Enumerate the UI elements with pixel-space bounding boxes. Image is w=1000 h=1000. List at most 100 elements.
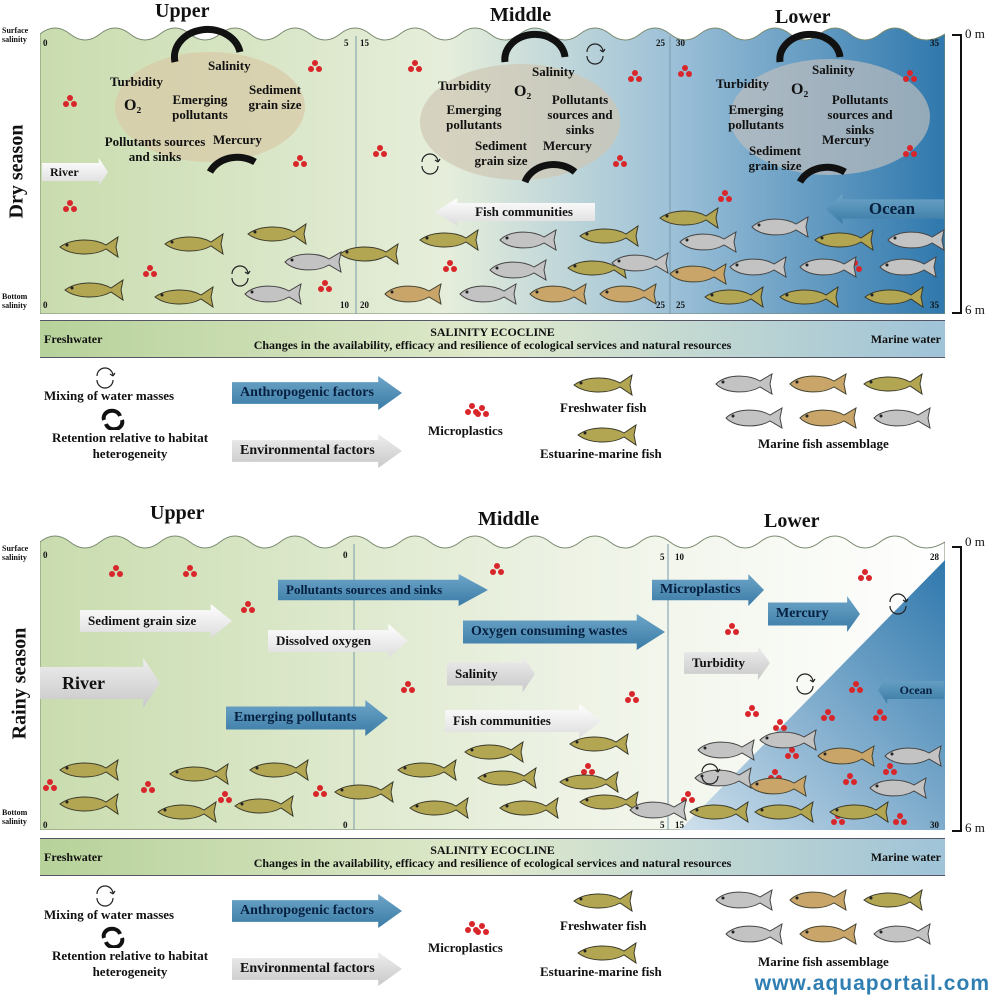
salinity-value: 30 [676,38,685,48]
factor-pollutants-sources: Pollutants sources and sinks [104,134,206,164]
ecocline-title: SALINITY ECOCLINE [430,843,555,857]
factor-o2: O₂ [514,83,532,100]
legend-marine-fish-label: Marine fish assemblage [758,436,889,451]
factor-o2: O₂ [124,97,142,114]
salinity-value: 10 [675,552,684,562]
factor-salinity: Salinity [532,64,575,79]
ecocline-subtitle: Changes in the availability, efficacy an… [253,338,732,352]
legend-microplastics-label: Microplastics [428,940,503,955]
salinity-ecocline-bar: Freshwater SALINITY ECOCLINE Changes in … [40,320,945,358]
microplastics-icon [465,921,489,935]
cycle-arrow [776,30,844,63]
marine-fish-assemblage-icon [715,373,931,429]
salinity-ecocline-bar: Freshwater SALINITY ECOCLINE Changes in … [40,838,945,876]
factor-sediment-grain-size: Sediment grain size [248,82,302,112]
bottom-salinity-label: Bottom salinity [2,808,28,826]
mixing-icon [96,367,116,389]
legend-freshwater-fish-label: Freshwater fish [560,918,647,933]
estuarine-fish-icon [577,942,637,964]
zone-middle-title: Middle [490,4,552,26]
rainy-season-label: Rainy season [8,627,31,740]
ecocline-freshwater-label: Freshwater [44,850,103,864]
salinity-value: 15 [360,38,369,48]
legend-anthropogenic-arrow: Anthropogenic factors [232,894,402,928]
microplastics-icon [465,403,489,417]
surface-salinity-label: Surface salinity [2,544,29,562]
legend-anthropogenic-arrow: Anthropogenic factors [232,376,402,410]
factor-emerging-pollutants: Emerging pollutants [172,92,228,122]
dry-season-label: Dry season [5,124,28,219]
salinity-value: 0 [43,300,48,310]
saltwater-wedge [680,560,945,830]
factor-mercury: Mercury [213,132,262,147]
legend-environmental-arrow: Environmental factors [232,434,402,468]
cycle-arrow [170,25,244,63]
bottom-salinity-label: Bottom salinity [2,292,28,310]
depth-top-label: 0 m [965,26,985,41]
factor-pollutants-sources: Pollutants sources and sinks [827,92,893,137]
ecocline-freshwater-label: Freshwater [44,332,103,346]
salinity-value: 20 [360,300,369,310]
factor-mercury: Mercury [543,138,592,153]
cycle-arrow [501,30,569,63]
salinity-value: 0 [43,550,48,560]
factor-turbidity: Turbidity [716,76,769,91]
salinity-value: 25 [656,38,665,48]
zone-lower-title: Lower [764,510,820,532]
factor-salinity: Salinity [208,58,251,73]
cycle-arrow [796,163,847,184]
legend-estuarine-fish-label: Estuarine-marine fish [540,964,662,979]
factor-sediment-grain-size: Sediment grain size [474,138,528,168]
salinity-value: 25 [656,300,665,310]
legend-marine-fish-label: Marine fish assemblage [758,954,889,969]
salinity-value: 0 [43,38,48,48]
legend-freshwater-fish-label: Freshwater fish [560,400,647,415]
depth-bottom-label: 6 m [965,302,985,317]
salinity-value: 5 [344,38,349,48]
surface-salinity-label: Surface salinity [2,26,29,44]
zone-middle-title: Middle [478,508,540,530]
ecocline-marine-label: Marine water [870,850,941,864]
upper-retention-zone [115,52,305,162]
salinity-value: 0 [43,820,48,830]
dry-season-panel [40,25,945,314]
salinity-value: 30 [930,820,939,830]
factor-turbidity: Turbidity [438,78,491,93]
zone-lower-title: Lower [775,6,831,28]
legend-environmental-arrow: Environmental factors [232,952,402,986]
salinity-value: 0 [343,550,348,560]
retention-icon [101,408,125,430]
cycle-arrow [206,153,257,174]
depth-top-label: 0 m [965,534,985,549]
legend-microplastics-label: Microplastics [428,423,503,438]
legend-retention-label: Retention relative to habitat heterogene… [51,948,209,979]
salinity-value: 0 [343,820,348,830]
legend-estuarine-fish-label: Estuarine-marine fish [540,446,662,461]
ecocline-subtitle: Changes in the availability, efficacy an… [253,856,732,870]
factor-sediment-grain-size: Sediment grain size [748,143,802,173]
depth-bottom-label: 6 m [965,820,985,835]
factor-o2: O₂ [791,81,809,98]
salinity-value: 25 [676,300,685,310]
middle-retention-zone [420,64,620,180]
factor-salinity: Salinity [812,62,855,77]
factor-emerging-pollutants: Emerging pollutants [728,102,784,132]
watermark: www.aquaportail.com [750,972,994,996]
ecocline-title: SALINITY ECOCLINE [430,325,555,339]
factor-turbidity: Turbidity [110,74,163,89]
salinity-value: 28 [930,552,939,562]
estuarine-fish-icon [577,424,637,446]
factor-pollutants-sources: Pollutants sources and sinks [547,92,613,137]
ecocline-marine-label: Marine water [870,332,941,346]
salinity-value: 35 [930,300,939,310]
factor-mercury: Mercury [822,132,871,147]
zone-upper-title: Upper [155,0,210,22]
salinity-value: 35 [930,38,939,48]
freshwater-fish-icon [573,890,633,912]
salinity-value: 15 [675,820,684,830]
salinity-value: 5 [660,820,665,830]
salinity-value: 5 [660,552,665,562]
marine-fish-assemblage-icon [715,889,931,945]
retention-icon [101,926,125,948]
factor-emerging-pollutants: Emerging pollutants [446,102,502,132]
